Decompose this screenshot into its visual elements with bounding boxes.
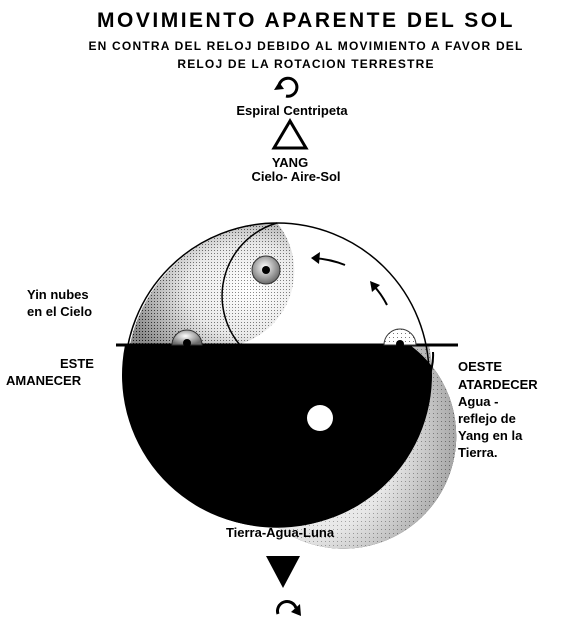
yin-label: YIN <box>271 509 293 524</box>
sun-eye-west <box>383 328 417 348</box>
subtitle-line-2: RELOJ DE LA ROTACION TERRESTRE <box>177 57 435 71</box>
yin-elements-label: Tierra-Agua-Luna <box>225 525 335 540</box>
up-triangle-icon <box>271 118 309 150</box>
east-label: ESTE <box>60 356 94 371</box>
yin-clouds-label: Yin nubes en el Cielo <box>27 287 93 319</box>
clockwise-spiral-icon <box>276 600 301 616</box>
yang-elements-label: Cielo- Aire-Sol <box>251 169 341 184</box>
yin-yang-circle <box>122 222 457 549</box>
sun-eye-east <box>171 329 203 347</box>
moon-eye-lower <box>307 405 333 431</box>
sunrise-label: AMANECER <box>6 373 82 388</box>
west-label: OESTE <box>458 359 503 374</box>
subtitle-line-1: EN CONTRA DEL RELOJ DEBIDO AL MOVIMIENTO… <box>88 39 524 53</box>
arrow-down-right-icon <box>423 351 435 387</box>
page-title: MOVIMIENTO APARENTE DEL SOL <box>97 9 515 32</box>
down-triangle-icon <box>266 556 300 588</box>
yang-label: YANG <box>271 155 309 170</box>
arrow-upper-right-icon <box>370 281 388 306</box>
spiral-label: Espiral Centripeta <box>236 103 348 118</box>
counterclockwise-spiral-icon <box>274 76 299 98</box>
sunset-water-label: ATARDECER Agua - reflejo de Yang en la T… <box>458 377 538 460</box>
sun-eye-upper <box>251 255 281 285</box>
arrow-upper-left-icon <box>311 252 346 266</box>
